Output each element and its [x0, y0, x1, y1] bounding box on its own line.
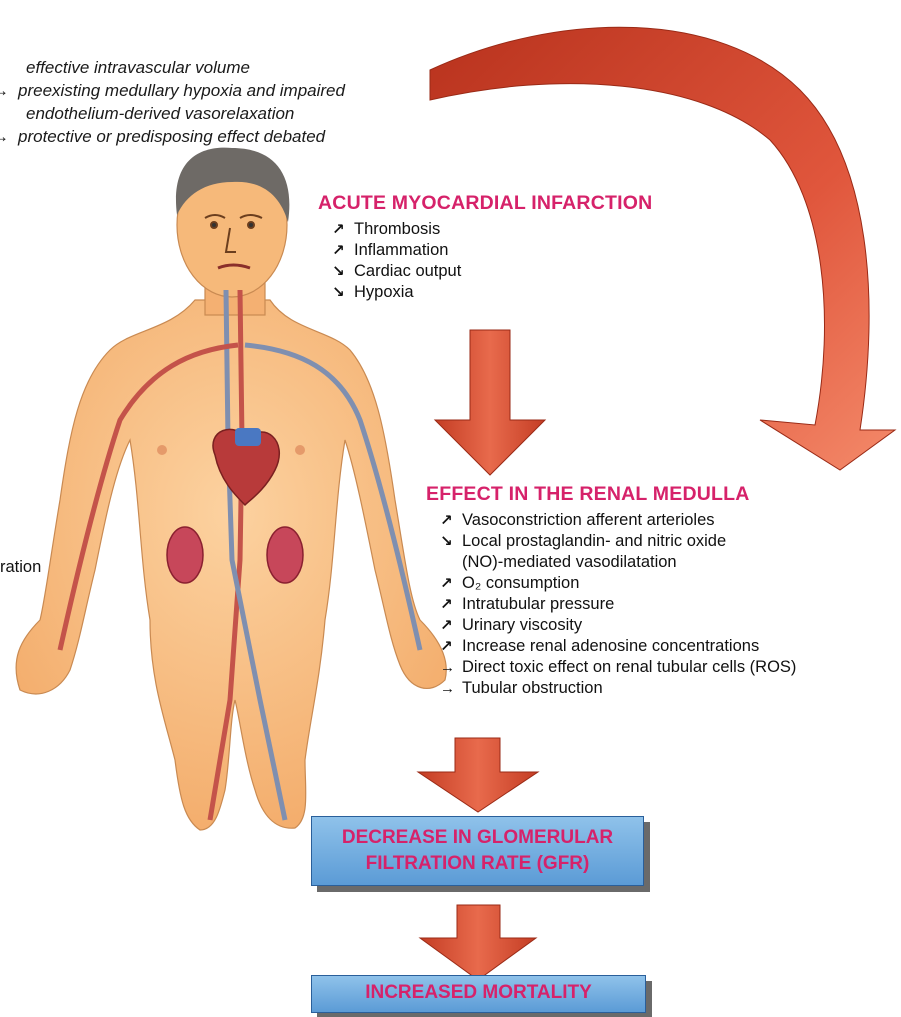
up-arrow-icon: ↗	[440, 594, 462, 615]
gfr-box: DECREASE IN GLOMERULAR FILTRATION RATE (…	[311, 816, 644, 886]
renal-section: EFFECT IN THE RENAL MEDULLA ↗Vasoconstri…	[426, 483, 796, 699]
left-notes: effective intravascular volume →preexist…	[0, 56, 440, 148]
ami-item: ↘Cardiac output	[332, 261, 652, 282]
down-arrow-1	[435, 330, 545, 475]
renal-list: ↗Vasoconstriction afferent arterioles ↘L…	[426, 510, 796, 699]
left-note: endothelium-derived vasorelaxation	[0, 102, 440, 125]
down-arrow-icon: ↘	[332, 261, 354, 282]
up-arrow-icon: ↗	[440, 615, 462, 636]
mortality-text: INCREASED MORTALITY	[312, 976, 645, 1010]
right-arrow-icon: →	[0, 125, 18, 148]
renal-item: ↘Local prostaglandin- and nitric oxide	[440, 531, 796, 552]
ami-section: ACUTE MYOCARDIAL INFARCTION ↗Thrombosis …	[318, 192, 652, 303]
left-note: →preexisting medullary hypoxia and impai…	[0, 79, 440, 102]
up-arrow-icon: ↗	[440, 510, 462, 531]
ami-item: ↘Hypoxia	[332, 282, 652, 303]
renal-item: ↗Intratubular pressure	[440, 594, 796, 615]
renal-item: →Direct toxic effect on renal tubular ce…	[440, 657, 796, 678]
renal-title: EFFECT IN THE RENAL MEDULLA	[426, 483, 796, 506]
right-arrow-icon: →	[440, 657, 462, 678]
right-arrow-icon: →	[440, 678, 462, 699]
renal-item: ↗O₂ consumption	[440, 573, 796, 594]
gfr-line-2: FILTRATION RATE (GFR)	[312, 851, 643, 877]
left-note: →protective or predisposing effect debat…	[0, 125, 440, 148]
renal-item: ↗Increase renal adenosine concentrations	[440, 636, 796, 657]
ami-item: ↗Inflammation	[332, 240, 652, 261]
ami-title: ACUTE MYOCARDIAL INFARCTION	[318, 192, 652, 215]
ami-list: ↗Thrombosis ↗Inflammation ↘Cardiac outpu…	[318, 219, 652, 303]
down-arrow-2	[418, 738, 538, 812]
renal-item: (NO)-mediated vasodilatation	[440, 552, 796, 573]
up-arrow-icon: ↗	[440, 573, 462, 594]
down-arrow-3	[420, 905, 536, 980]
mortality-box: INCREASED MORTALITY	[311, 975, 646, 1013]
ami-item: ↗Thrombosis	[332, 219, 652, 240]
left-note: effective intravascular volume	[0, 56, 440, 79]
renal-item: →Tubular obstruction	[440, 678, 796, 699]
up-arrow-icon: ↗	[332, 219, 354, 240]
cutoff-label: ration	[0, 557, 41, 578]
down-arrow-icon: ↘	[440, 531, 462, 552]
gfr-line-1: DECREASE IN GLOMERULAR	[312, 825, 643, 851]
up-arrow-icon: ↗	[440, 636, 462, 657]
down-arrow-icon: ↘	[332, 282, 354, 303]
renal-item: ↗Urinary viscosity	[440, 615, 796, 636]
up-arrow-icon: ↗	[332, 240, 354, 261]
right-arrow-icon: →	[0, 79, 18, 102]
renal-item: ↗Vasoconstriction afferent arterioles	[440, 510, 796, 531]
